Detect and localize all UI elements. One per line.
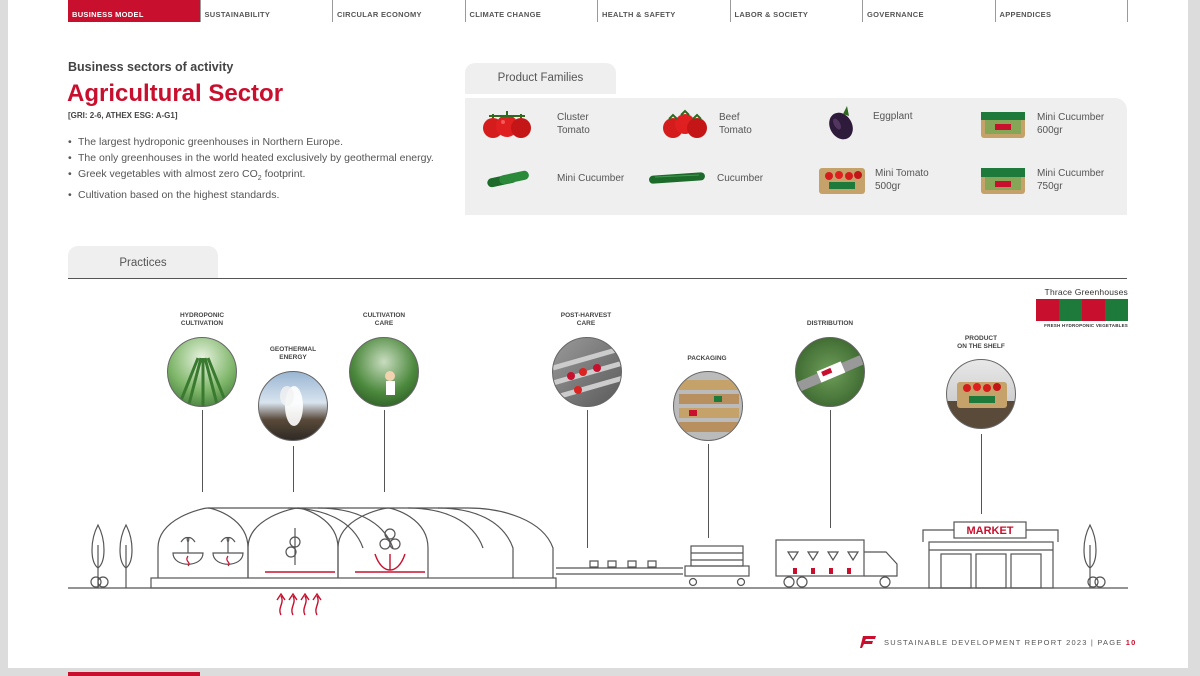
product-item: Eggplant <box>821 102 943 142</box>
report-page: BUSINESS MODEL SUSTAINABILITY CIRCULAR E… <box>8 0 1188 668</box>
cucumber-pack-icon <box>981 112 1025 138</box>
conveyor-icon <box>556 560 683 575</box>
nav-tab-governance[interactable]: GOVERNANCE <box>863 0 996 22</box>
highlight-item: Cultivation based on the highest standar… <box>68 187 434 203</box>
gri-reference: [GRI: 2-6, ATHEX ESG: A-G1] <box>68 111 178 120</box>
page-footer: SUSTAINABLE DEVELOPMENT REPORT 2023 | PA… <box>860 636 1136 648</box>
product-shelf-photo <box>946 359 1016 429</box>
highlight-item: The largest hydroponic greenhouses in No… <box>68 134 434 150</box>
brand-logo: Thrace Greenhouses FRESH HYDROPONIC VEGE… <box>1036 287 1128 328</box>
next-page-nav-accent <box>68 672 200 676</box>
mini-cucumber-icon <box>487 170 529 188</box>
nav-tab-climate-change[interactable]: CLIMATE CHANGE <box>466 0 598 22</box>
product-item: Mini Cucumber <box>485 164 627 192</box>
practices-tab: Practices <box>68 246 218 278</box>
heat-arrows-icon <box>276 592 322 616</box>
connector-line <box>202 410 203 492</box>
report-title: SUSTAINABLE DEVELOPMENT REPORT 2023 <box>884 637 1088 647</box>
connector-line <box>981 434 982 514</box>
page-number: 10 <box>1125 637 1137 647</box>
report-logo-icon <box>860 636 876 648</box>
distribution-photo <box>795 337 865 407</box>
tree-icon <box>1083 523 1106 588</box>
product-item: Cucumber <box>647 168 787 188</box>
practices-divider <box>68 278 1127 279</box>
hydroponic-photo <box>167 337 237 407</box>
market-sign: MARKET <box>966 525 1013 537</box>
connector-line <box>587 410 588 548</box>
cultivation-care-photo <box>349 337 419 407</box>
connector-line <box>830 410 831 528</box>
nav-tab-sustainability[interactable]: SUSTAINABILITY <box>201 0 333 22</box>
brand-mark <box>1036 299 1128 321</box>
nav-tab-labor-society[interactable]: LABOR & SOCIETY <box>731 0 863 22</box>
connector-line <box>293 446 294 492</box>
value-chain-illustration: MARKET <box>68 507 1128 616</box>
pallet-cart-icon <box>684 545 750 587</box>
eggplant-icon <box>829 106 853 140</box>
packaging-photo <box>673 371 743 441</box>
nav-tab-appendices[interactable]: APPENDICES <box>996 0 1128 22</box>
market-icon <box>922 529 1059 589</box>
cucumber-icon <box>649 172 705 184</box>
post-harvest-photo <box>552 337 622 407</box>
section-nav: BUSINESS MODEL SUSTAINABILITY CIRCULAR E… <box>68 0 1128 22</box>
nav-tab-health-safety[interactable]: HEALTH & SAFETY <box>598 0 731 22</box>
page-title: Agricultural Sector <box>67 80 284 107</box>
next-page-edge <box>0 668 1200 676</box>
highlight-item: The only greenhouses in the world heated… <box>68 150 434 166</box>
nav-tab-business-model[interactable]: BUSINESS MODEL <box>68 0 201 22</box>
connector-line <box>708 444 709 538</box>
tomato-pack-icon <box>819 168 865 194</box>
cucumber-pack-icon <box>981 168 1025 194</box>
brand-tagline: FRESH HYDROPONIC VEGETABLES <box>1044 323 1128 328</box>
greenhouse-icon <box>150 507 557 589</box>
product-families-tab: Product Families <box>465 63 616 94</box>
section-kicker: Business sectors of activity <box>68 60 234 74</box>
highlights-list: The largest hydroponic greenhouses in No… <box>68 134 434 203</box>
stage-label-distribution: DISTRIBUTION <box>806 320 854 327</box>
connector-line <box>384 410 385 492</box>
truck-icon <box>775 539 898 588</box>
beef-tomato-icon <box>663 109 707 138</box>
geothermal-photo <box>258 371 328 441</box>
nav-tab-circular-economy[interactable]: CIRCULAR ECONOMY <box>333 0 466 22</box>
highlight-item: Greek vegetables with almost zero CO2 fo… <box>68 166 434 187</box>
tree-icon <box>90 523 133 588</box>
brand-name: Thrace Greenhouses <box>1044 287 1128 297</box>
cluster-tomato-icon <box>483 111 531 138</box>
stage-label-packaging: PACKAGING <box>687 355 727 362</box>
